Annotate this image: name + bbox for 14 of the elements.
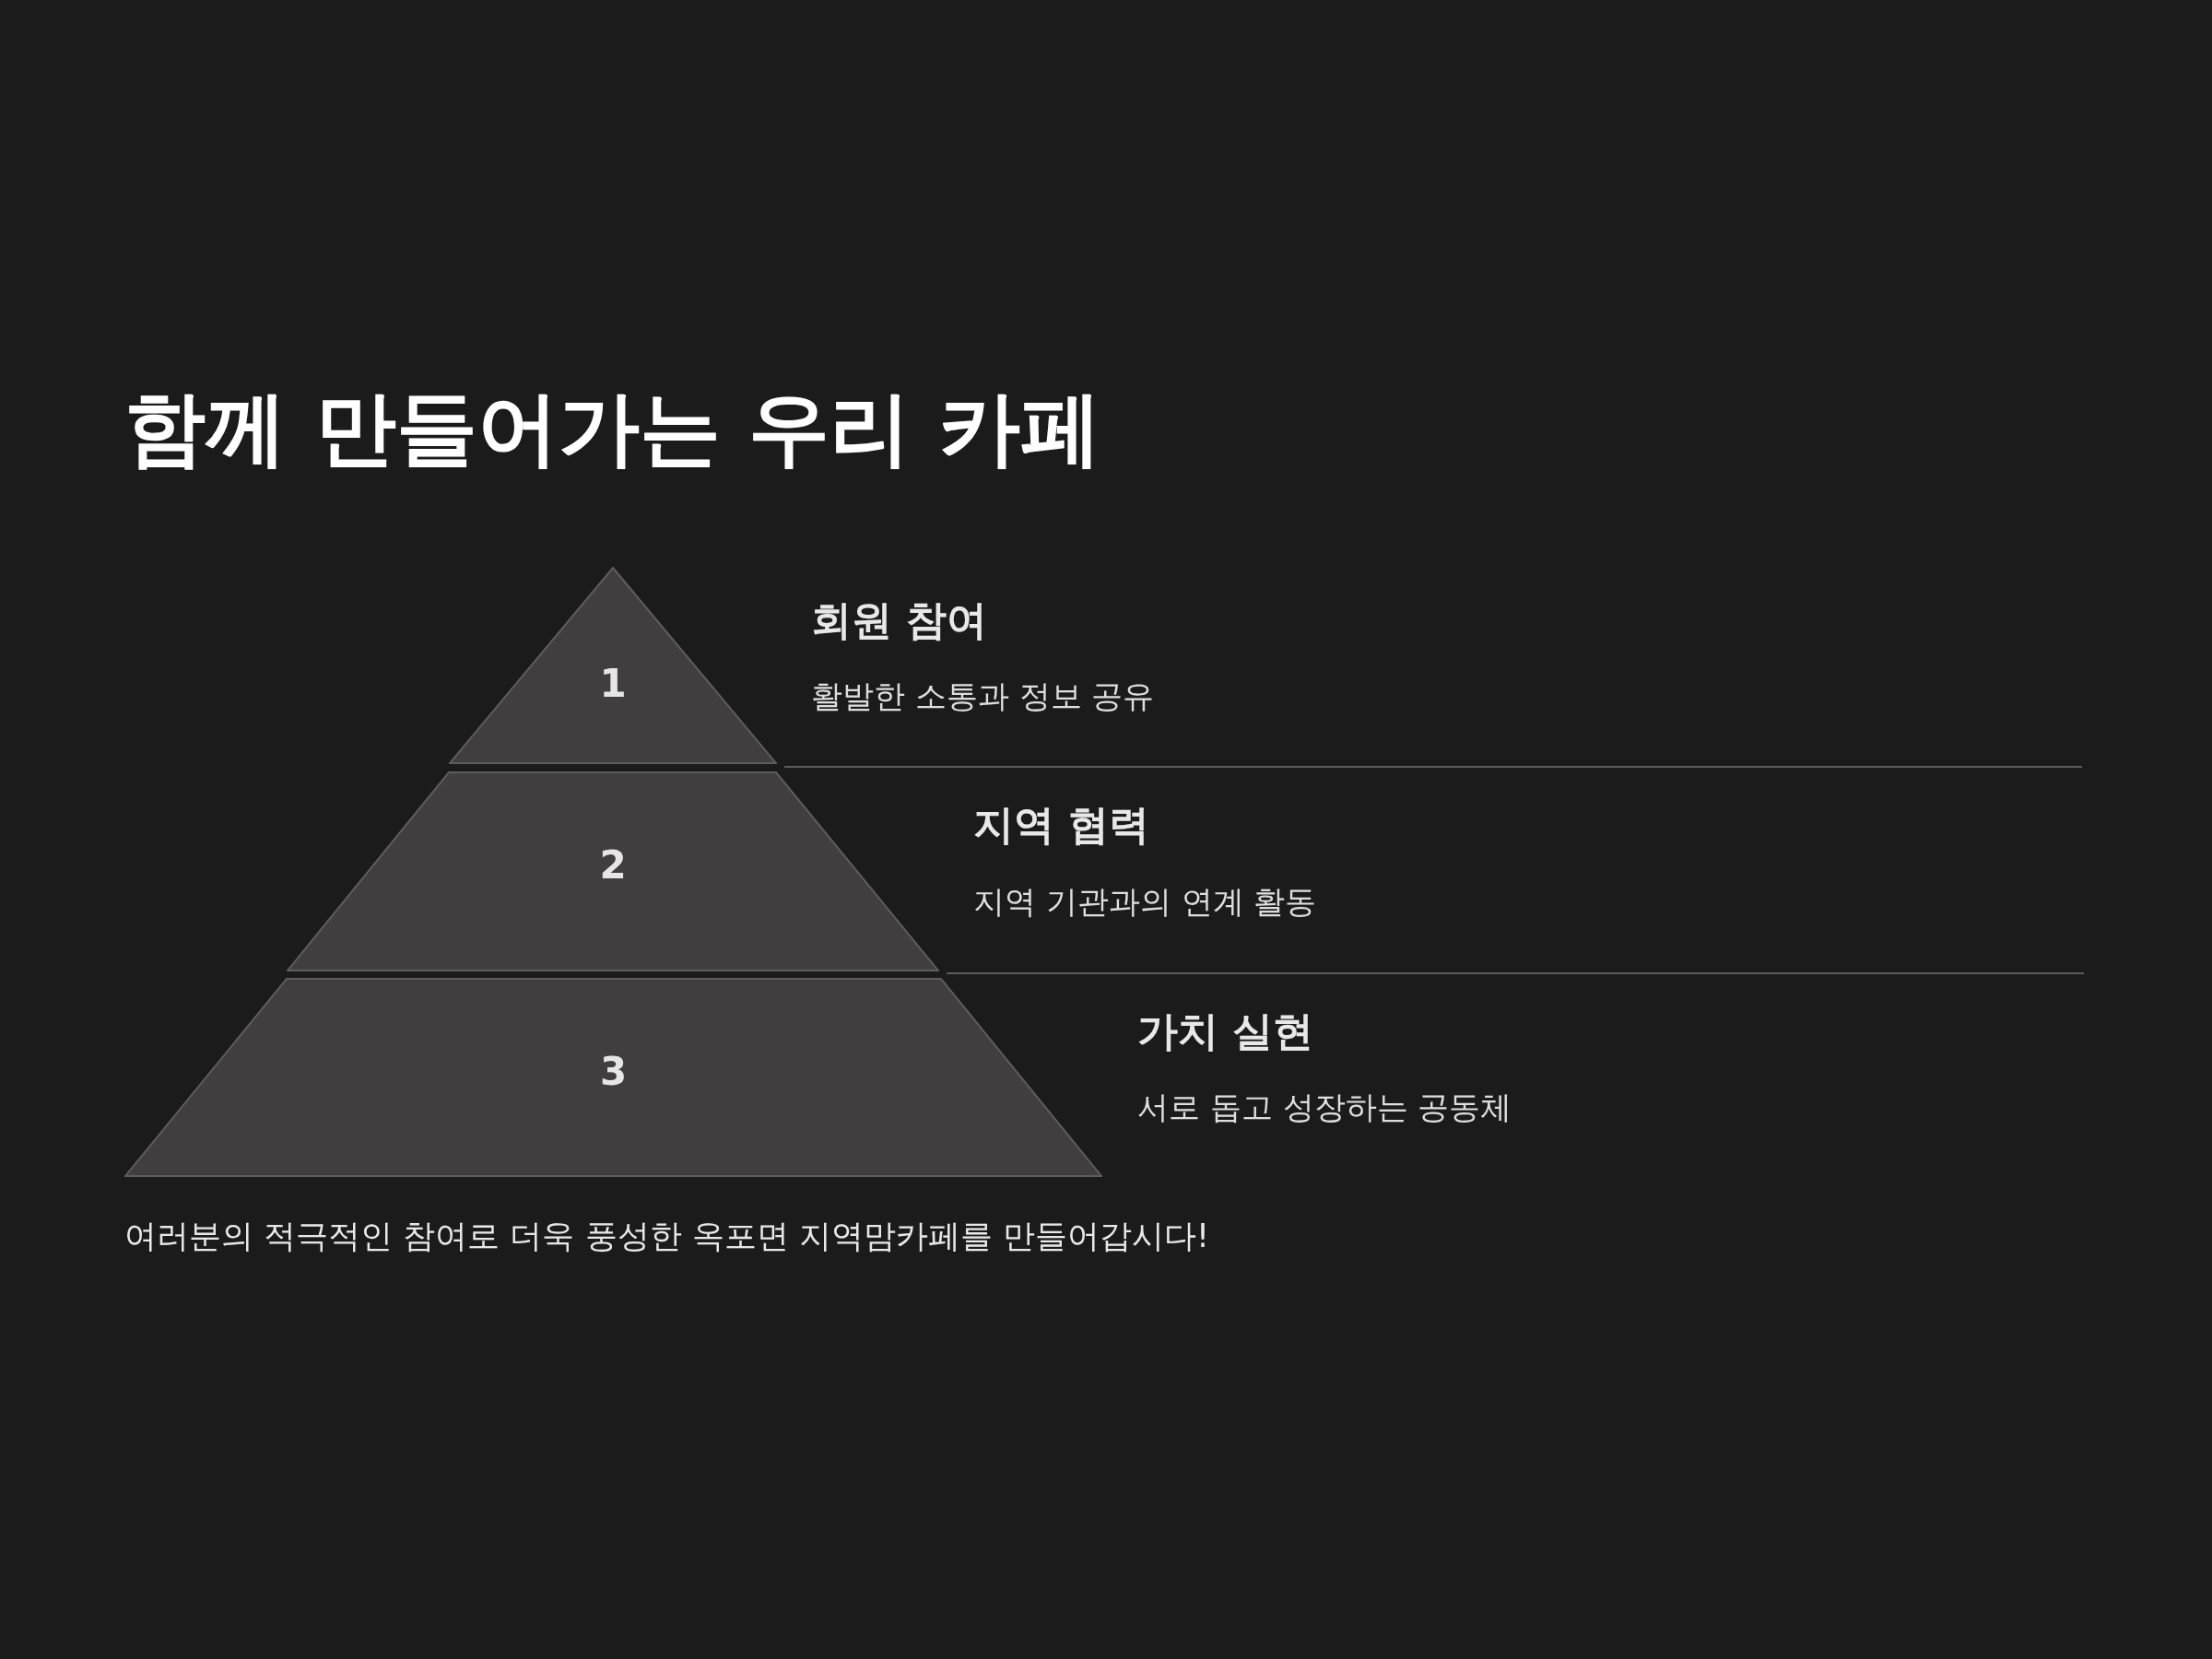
- tier-description: 서로 돕고 성장하는 공동체: [1137, 1088, 1512, 1126]
- pyramid-tier: [449, 567, 777, 764]
- tier-number: 1: [599, 660, 627, 708]
- tier-heading: 지역 협력: [973, 801, 1150, 850]
- tier-number: 3: [599, 1048, 628, 1096]
- caption: 여러분의 적극적인 참여로 더욱 풍성한 옥포면 지역맘카페를 만들어갑시다!: [124, 1217, 1209, 1255]
- title: 함께 만들어가는 우리 카페: [124, 380, 1101, 477]
- tier-heading: 회원 참여: [811, 596, 988, 645]
- tier-number: 2: [599, 841, 627, 889]
- pyramid-tier: [124, 978, 1102, 1177]
- tier-heading: 가치 실현: [1137, 1007, 1314, 1056]
- tier-description: 활발한 소통과 정보 공유: [811, 677, 1155, 715]
- tier-description: 지역 기관과의 연계 활동: [973, 883, 1317, 921]
- pyramid-tier: [287, 771, 939, 971]
